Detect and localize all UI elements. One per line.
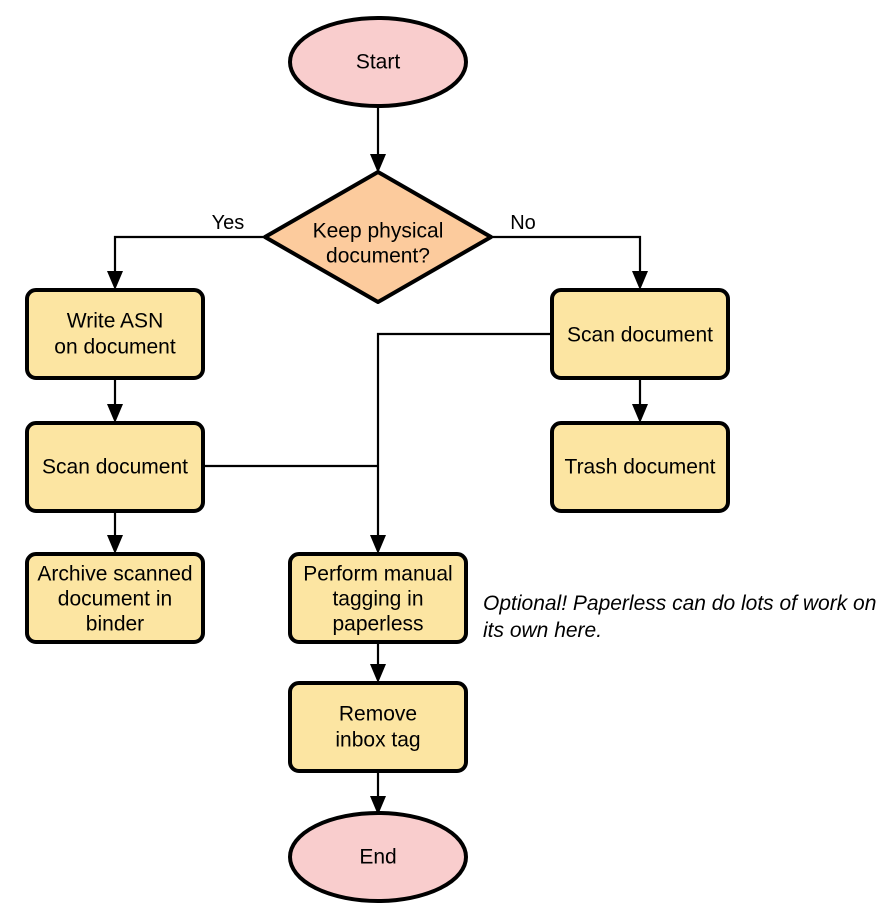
edge-scan-left-to-archive: [107, 511, 123, 554]
node-tagging-label-line2: tagging in: [332, 588, 423, 611]
edge-scan-right-to-tagging: [370, 332, 552, 554]
node-archive-scanned-document[interactable]: Archive scanned document in binder: [25, 552, 205, 644]
edge-decision-yes-to-write-asn: Yes: [107, 212, 265, 290]
node-write-asn-label-line1: Write ASN: [67, 310, 163, 333]
node-scan-document-right-label: Scan document: [567, 324, 713, 347]
node-perform-manual-tagging[interactable]: Perform manual tagging in paperless: [288, 552, 468, 644]
edge-start-to-decision: [370, 100, 386, 173]
edge-remove-tag-to-end: [370, 771, 386, 815]
node-decision-keep-physical-document[interactable]: Keep physical document?: [263, 170, 493, 304]
node-end[interactable]: End: [288, 811, 468, 903]
edge-write-asn-to-scan-left: [107, 379, 123, 423]
note-line2: its own here.: [483, 619, 602, 642]
node-remove-tag-label-line1: Remove: [339, 703, 417, 726]
node-trash-document-label: Trash document: [565, 456, 716, 479]
node-remove-tag-label-line2: inbox tag: [335, 729, 420, 752]
node-tagging-label-line1: Perform manual: [303, 563, 452, 586]
note-line1: Optional! Paperless can do lots of work …: [483, 592, 876, 615]
node-remove-inbox-tag[interactable]: Remove inbox tag: [288, 681, 468, 773]
node-start-label: Start: [356, 51, 401, 74]
node-write-asn[interactable]: Write ASN on document: [25, 288, 205, 380]
edge-label-no: No: [510, 212, 536, 234]
node-decision-label-line1: Keep physical: [313, 220, 444, 243]
node-write-asn-label-line2: on document: [54, 336, 176, 359]
node-end-label: End: [359, 846, 396, 869]
node-scan-document-right[interactable]: Scan document: [550, 288, 730, 380]
node-start[interactable]: Start: [288, 16, 468, 108]
node-tagging-label-line3: paperless: [332, 613, 423, 636]
note-optional-paperless: Optional! Paperless can do lots of work …: [483, 592, 876, 642]
node-scan-document-left-label: Scan document: [42, 456, 188, 479]
node-archive-label-line2: document in: [58, 588, 172, 611]
edge-label-yes: Yes: [212, 212, 245, 234]
edge-scan-right-to-trash: [632, 379, 648, 423]
node-archive-label-line1: Archive scanned: [37, 563, 192, 586]
edge-decision-no-to-scan-right: No: [491, 212, 648, 290]
node-decision-label-line2: document?: [326, 245, 430, 268]
edge-tagging-to-remove-tag: [370, 643, 386, 683]
node-trash-document[interactable]: Trash document: [550, 421, 730, 513]
node-archive-label-line3: binder: [86, 613, 144, 636]
node-scan-document-left[interactable]: Scan document: [25, 421, 205, 513]
